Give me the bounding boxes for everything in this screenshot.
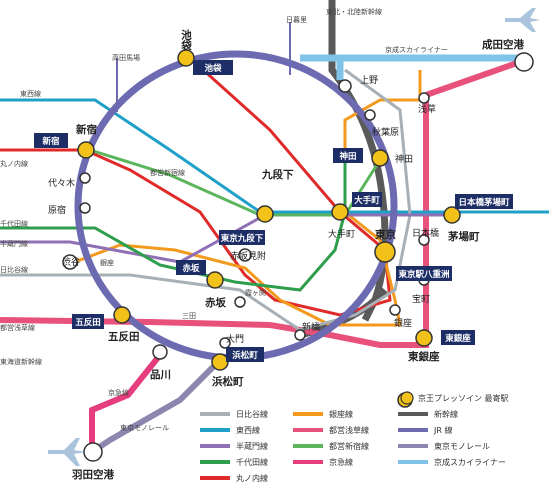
line-label-tokaido: 東海道新幹線 bbox=[0, 357, 42, 366]
haneda-station-marker bbox=[83, 442, 103, 462]
station-mita: 三田 bbox=[182, 312, 196, 320]
station-ginza: 銀座 bbox=[394, 317, 412, 329]
station-kayabacho: 茅場町 bbox=[447, 230, 480, 243]
station-ikebukuro: 池袋 bbox=[180, 29, 192, 52]
hotel-label-ikebukuro: 池袋 bbox=[204, 63, 222, 74]
legend-hotel-icon bbox=[400, 391, 414, 405]
plane-icon-narita bbox=[505, 8, 540, 32]
keikyu-line bbox=[89, 353, 163, 448]
line-label-takadanobaba: 高田馬場 bbox=[112, 53, 140, 62]
line-label-asakusa: 都営浅草線 bbox=[0, 323, 35, 332]
station-shinagawa: 品川 bbox=[150, 369, 171, 381]
station-akasaka: 赤坂 bbox=[205, 296, 226, 309]
hotel-label-otemachi: 大手町 bbox=[354, 195, 380, 206]
station-kanda: 神田 bbox=[395, 153, 413, 165]
narita-station-marker bbox=[514, 52, 534, 72]
station-kasumigaseki: 霞ヶ関 bbox=[245, 289, 266, 297]
station-shinbashi: 新橋 bbox=[302, 321, 320, 333]
line-label-keikyu: 京急線 bbox=[108, 388, 129, 397]
station-tokyo: 東京 bbox=[375, 228, 396, 241]
airport-haneda: 羽田空港 bbox=[72, 468, 114, 481]
legend-label-6: 半蔵門線 bbox=[236, 441, 268, 451]
line-label-marunouchi: 丸ノ内線 bbox=[0, 159, 28, 168]
marunouchi-line bbox=[0, 56, 392, 317]
legend-label-4: 都営浅草線 bbox=[329, 425, 369, 435]
ginza-line bbox=[69, 70, 422, 327]
plane-icon-haneda bbox=[48, 438, 86, 466]
hotel-label-higashiginza: 東銀座 bbox=[445, 333, 471, 344]
line-label-hibiya: 日比谷線 bbox=[0, 265, 28, 274]
line-label-tozai: 東西線 bbox=[20, 89, 41, 98]
hotel-label-gotanda: 五反田 bbox=[75, 317, 101, 328]
hotel-label-hamamatsucho: 浜松町 bbox=[232, 350, 258, 361]
legend-label-2: 新幹線 bbox=[434, 409, 458, 419]
hotel-label-shinjuku: 新宿 bbox=[42, 136, 60, 147]
station-shibuya: 渋谷 bbox=[62, 256, 80, 268]
line-label-chiyoda: 千代田線 bbox=[0, 219, 28, 228]
station-gotanda: 五反田 bbox=[108, 330, 140, 343]
legend-label-12: 丸ノ内線 bbox=[236, 473, 268, 483]
station-yoyogi: 代々木 bbox=[48, 177, 75, 189]
airport-narita: 成田空港 bbox=[482, 38, 524, 51]
legend-label-9: 千代田線 bbox=[236, 457, 268, 467]
station-ginza-line-label: 銀座 bbox=[100, 258, 114, 267]
station-nihonbashi: 日本橋 bbox=[412, 227, 439, 239]
hotel-label-nihonbashi: 日本橋茅場町 bbox=[458, 197, 510, 208]
hibiya-line bbox=[0, 68, 412, 332]
station-higashiginza: 東銀座 bbox=[408, 350, 440, 363]
station-daimon: 大門 bbox=[226, 333, 244, 345]
legend-label-5: JR 線 bbox=[433, 425, 452, 435]
legend-label-3: 東西線 bbox=[236, 425, 260, 435]
station-otemachi: 大手町 bbox=[328, 228, 355, 240]
legend-hotel-label: 京王プレッソイン 最寄駅 bbox=[418, 393, 509, 403]
station-kudanshita: 九段下 bbox=[261, 168, 294, 181]
legend-label-8: 東京モノレール bbox=[434, 441, 490, 451]
hotel-label-akasaka: 赤坂 bbox=[182, 263, 200, 274]
hotel-label-boxes bbox=[34, 60, 513, 362]
legend-label-11: 京成スカイライナー bbox=[434, 457, 506, 467]
hotel-label-yaesu: 東京駅八重洲 bbox=[398, 269, 449, 280]
legend-label-1: 銀座線 bbox=[329, 409, 353, 419]
station-akasakamitsuke: 赤坂見附 bbox=[230, 250, 266, 262]
line-label-keisei: 京成スカイライナー bbox=[385, 45, 448, 54]
station-markers bbox=[62, 79, 430, 360]
station-shinjuku: 新宿 bbox=[76, 123, 97, 136]
hotel-label-kanda: 神田 bbox=[339, 151, 356, 162]
hotel-label-kudanshita: 東京九段下 bbox=[221, 233, 264, 244]
line-label-monorail: 東京モノレール bbox=[120, 423, 169, 432]
tokyo-monorail-line bbox=[93, 357, 223, 453]
legend-label-0: 日比谷線 bbox=[236, 409, 268, 419]
line-label-nippori: 日暮里 bbox=[286, 15, 307, 24]
station-akihabara: 秋葉原 bbox=[372, 126, 399, 138]
station-ueno: 上野 bbox=[360, 75, 378, 86]
station-takaracho: 宝町 bbox=[412, 293, 430, 305]
line-label-toei-shinjuku: 都営新宿線 bbox=[150, 168, 185, 177]
line-label-tohoku: 東北・北陸新幹線 bbox=[326, 7, 382, 16]
station-harajuku: 原宿 bbox=[48, 204, 66, 216]
legend-label-7: 都営新宿線 bbox=[329, 441, 369, 451]
station-hamamatsucho: 浜松町 bbox=[212, 375, 244, 388]
legend-label-10: 京急線 bbox=[329, 457, 353, 467]
line-label-hanzomon: 半蔵門線 bbox=[0, 239, 28, 248]
station-asakusa: 浅草 bbox=[418, 103, 436, 115]
toei-asakusa-line bbox=[0, 59, 521, 348]
